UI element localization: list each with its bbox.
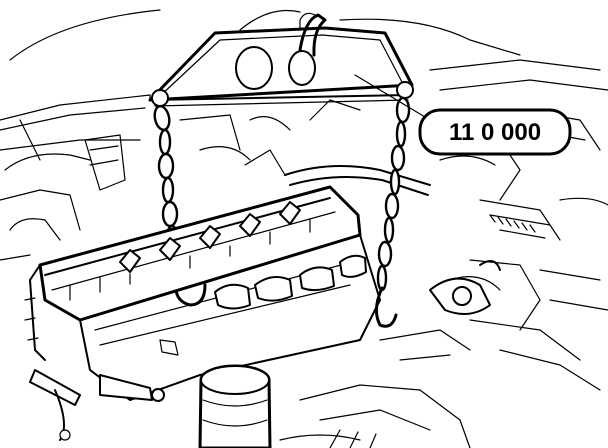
lower-engine-components	[279, 260, 501, 448]
chain-hook-right	[375, 286, 398, 328]
manifold-ports	[214, 254, 367, 310]
callout-label: 11 0 000	[449, 119, 541, 146]
lifting-chain-right	[375, 96, 411, 328]
spark-plug-wells	[119, 201, 301, 273]
engine-bay-background	[0, 9, 608, 391]
part-number-callout: 11 0 000	[354, 74, 572, 156]
bracket-hole-right	[288, 50, 316, 86]
engine-cylinder-head	[24, 185, 381, 441]
oil-filler-cap	[198, 364, 272, 448]
lifting-bracket-plate	[148, 13, 414, 107]
bracket-hole-left	[235, 46, 273, 90]
callout-box	[418, 108, 572, 156]
